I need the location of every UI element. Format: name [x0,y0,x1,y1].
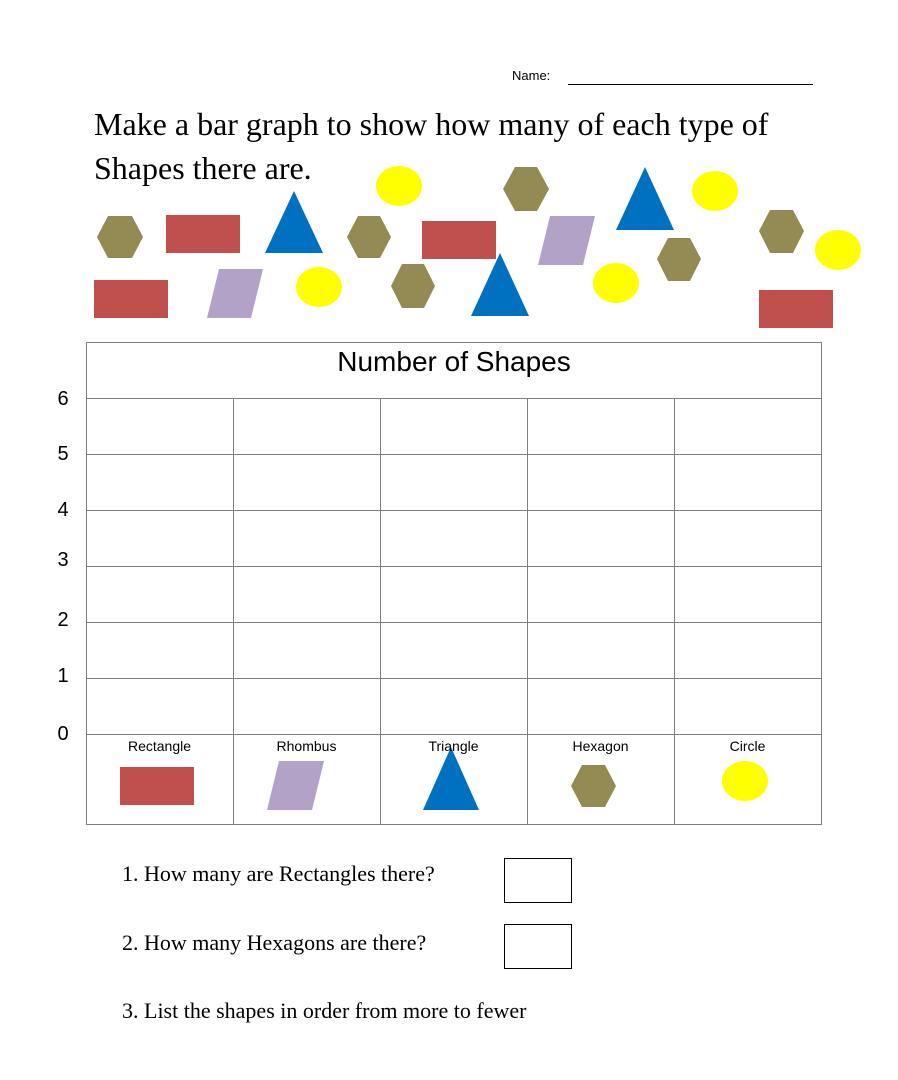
bar-graph-grid[interactable] [86,342,822,825]
name-label: Name: [512,68,551,83]
circle-icon [692,171,738,211]
y-tick-label: 5 [57,443,69,465]
category-label-rectangle: Rectangle [127,738,192,754]
grid-lines [86,342,822,825]
hexagon-icon [347,216,391,258]
y-tick-label: 1 [57,665,69,687]
answer-box-1[interactable] [504,858,572,903]
hexagon-icon [503,167,549,211]
hexagon-icon [657,238,701,281]
y-tick-label: 2 [57,609,69,631]
circle-icon [593,263,639,303]
hexagon-icon [97,216,143,258]
triangle-icon [265,191,323,253]
circle-icon [722,761,768,801]
y-tick-label: 6 [57,388,69,410]
scattered-shapes [94,166,861,328]
chart-title: Number of Shapes [337,346,571,377]
rectangle-icon [166,215,240,253]
question-2: 2. How many Hexagons are there? [122,930,427,955]
triangle-icon [616,167,674,230]
name-line[interactable] [568,84,813,85]
rectangle-icon [422,221,496,259]
circle-icon [296,267,342,307]
y-tick-label: 4 [57,499,69,521]
question-1: 1. How many are Rectangles there? [122,861,435,886]
hexagon-icon [571,765,616,807]
question-3: 3. List the shapes in order from more to… [122,998,527,1023]
y-tick-label: 3 [57,549,69,571]
rhombus-icon [207,269,263,318]
instruction-text: Make a bar graph to show how many of eac… [94,106,769,186]
category-label-rhombus: Rhombus [276,738,337,754]
rectangle-icon [120,767,194,805]
hexagon-icon [759,210,804,253]
rectangle-icon [759,290,833,328]
circle-icon [815,230,861,270]
circle-icon [376,166,422,206]
answer-box-2[interactable] [504,924,572,969]
triangle-icon [423,747,479,810]
hexagon-icon [391,264,435,308]
rhombus-icon [538,216,595,265]
category-label-hexagon: Hexagon [572,738,629,754]
rhombus-icon [267,761,324,810]
rectangle-icon [94,280,168,318]
category-label-circle: Circle [729,738,766,754]
category-label-triangle: Triangle [428,738,479,754]
triangle-icon [471,253,529,316]
y-tick-label: 0 [57,723,69,745]
